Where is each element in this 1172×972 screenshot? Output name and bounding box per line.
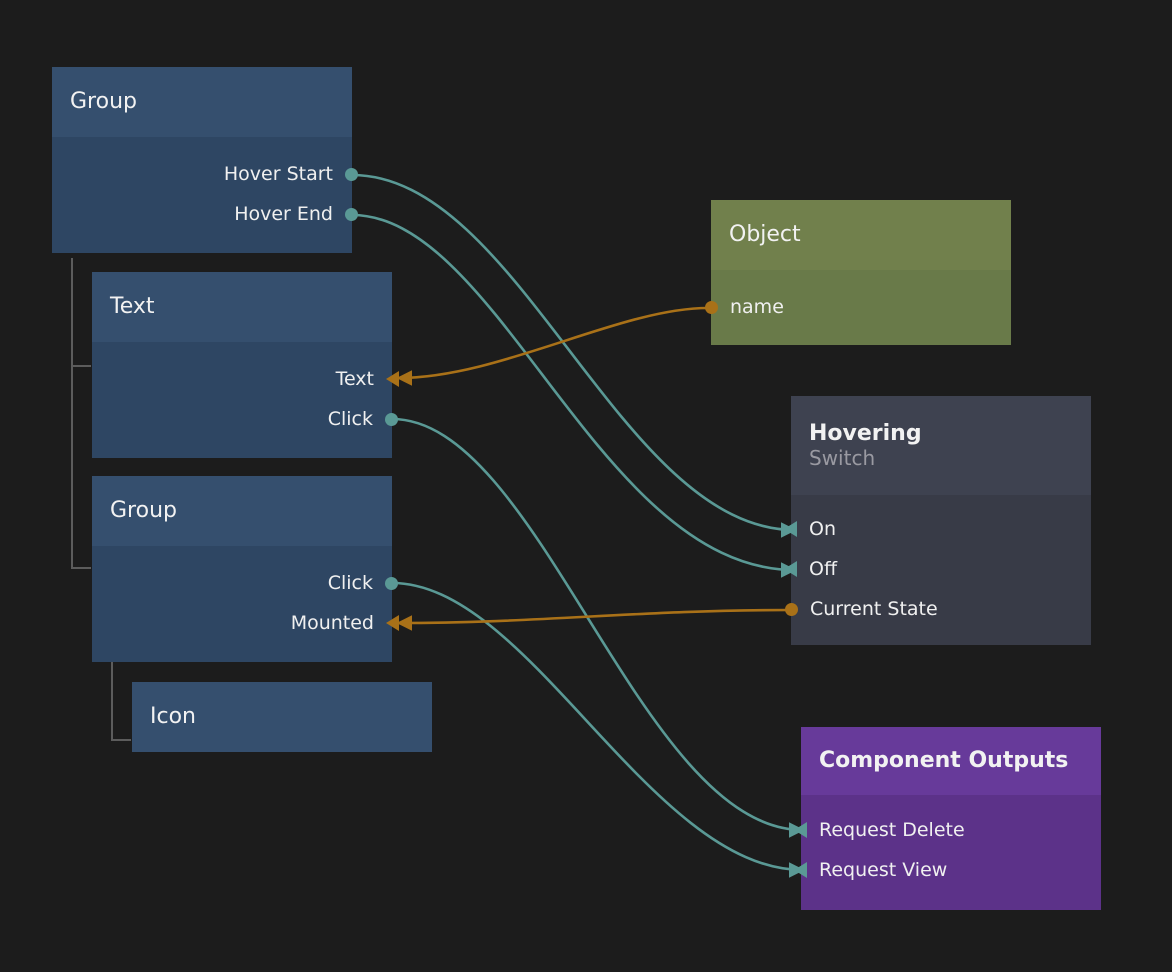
edge-group-click-to-request-view: [391, 581, 805, 878]
node-group-child[interactable]: Group Click Mounted: [92, 476, 399, 662]
port-label: Mounted: [290, 612, 374, 634]
edge-name-to-text: [396, 306, 709, 386]
port-label: Request View: [819, 859, 948, 881]
port-label: Click: [327, 408, 373, 430]
node-body: On Off Current State: [784, 495, 1091, 645]
port-dot-icon[interactable]: [345, 167, 358, 181]
node-icon[interactable]: Icon: [132, 682, 432, 752]
port-hover-start[interactable]: Hover Start: [223, 162, 358, 186]
port-off-in[interactable]: Off: [784, 557, 838, 581]
port-arrow-icon[interactable]: [794, 822, 807, 838]
node-header: Icon: [132, 682, 432, 752]
node-title: Component Outputs: [819, 748, 1069, 774]
port-label: name: [730, 296, 784, 318]
port-request-view-in[interactable]: Request View: [794, 858, 948, 882]
node-component-outputs[interactable]: Component Outputs Request Delete Request…: [794, 727, 1101, 910]
edge-current-state-to-mounted: [396, 608, 791, 631]
port-label: Request Delete: [819, 819, 965, 841]
port-label: Current State: [810, 598, 938, 620]
node-title: Text: [110, 294, 155, 320]
node-group-root[interactable]: Group Hover Start Hover End: [52, 67, 358, 253]
node-body: Request Delete Request View: [794, 795, 1101, 910]
port-arrow-icon[interactable]: [386, 371, 399, 387]
port-text-in[interactable]: Text: [335, 367, 399, 391]
node-title: Object: [729, 222, 801, 248]
node-title: Hovering: [809, 421, 922, 447]
node-object[interactable]: Object name: [705, 200, 1011, 345]
node-body: Click Mounted: [92, 546, 399, 662]
port-dot-icon[interactable]: [385, 576, 398, 590]
node-hovering-switch[interactable]: Hovering Switch On Off Current State: [784, 396, 1091, 645]
port-label: Hover End: [234, 203, 333, 225]
port-arrow-icon[interactable]: [784, 561, 797, 577]
node-header: Group: [92, 476, 392, 546]
edge-text-click-to-request-delete: [391, 417, 805, 838]
port-click-out[interactable]: Click: [327, 571, 398, 595]
node-body: Hover Start Hover End: [52, 137, 358, 253]
port-arrow-icon[interactable]: [386, 615, 399, 631]
port-click-out[interactable]: Click: [327, 407, 398, 431]
port-request-delete-in[interactable]: Request Delete: [794, 818, 965, 842]
node-title: Icon: [150, 704, 196, 730]
port-label: On: [809, 518, 836, 540]
port-hover-end[interactable]: Hover End: [234, 202, 358, 226]
port-dot-icon[interactable]: [785, 602, 798, 616]
port-dot-icon[interactable]: [385, 412, 398, 426]
port-mounted-in[interactable]: Mounted: [290, 611, 399, 635]
port-arrow-icon[interactable]: [784, 521, 797, 537]
port-name-out[interactable]: name: [705, 295, 784, 319]
port-label: Off: [809, 558, 838, 580]
node-header: Text: [92, 272, 392, 342]
port-dot-icon[interactable]: [345, 207, 358, 221]
node-title: Group: [110, 498, 177, 524]
node-header: Hovering Switch: [791, 396, 1091, 495]
port-on-in[interactable]: On: [784, 517, 836, 541]
node-header: Component Outputs: [801, 727, 1101, 795]
port-label: Text: [335, 368, 374, 390]
node-subtitle: Switch: [809, 445, 876, 470]
node-body: Text Click: [92, 342, 399, 458]
port-current-state-out[interactable]: Current State: [785, 597, 938, 621]
node-body: name: [705, 270, 1011, 345]
node-header: Object: [711, 200, 1011, 270]
node-title: Group: [70, 89, 137, 115]
node-text[interactable]: Text Text Click: [92, 272, 399, 458]
node-header: Group: [52, 67, 352, 137]
port-arrow-icon[interactable]: [794, 862, 807, 878]
port-label: Hover Start: [223, 163, 333, 185]
port-dot-icon[interactable]: [705, 300, 718, 314]
port-label: Click: [327, 572, 373, 594]
